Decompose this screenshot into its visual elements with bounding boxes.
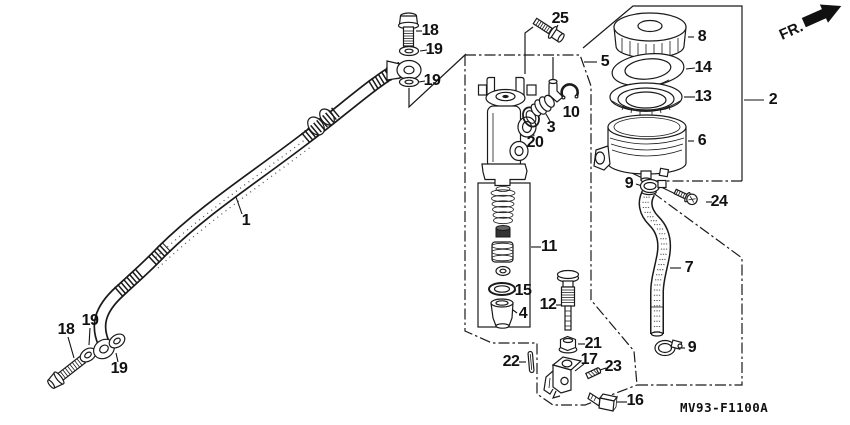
bolt-16-drawing: [587, 392, 619, 412]
piston-kit-11-drawing: [490, 186, 516, 277]
diagram-code: MV93-F1100A: [680, 400, 769, 415]
reservoir-6-drawing: [593, 114, 687, 183]
leader-line-1: [235, 196, 243, 215]
joint-boot-3-drawing: [530, 94, 555, 117]
part-label-18: 18: [421, 22, 439, 39]
pushrod-bolt-12-drawing: [556, 269, 580, 331]
part-label-22: 22: [502, 353, 520, 370]
clamp-9-lower-drawing: [654, 339, 683, 357]
part-label-15: 15: [514, 282, 532, 299]
part-label-18: 18: [57, 321, 75, 338]
circlip-10-drawing: [560, 83, 579, 100]
part-label-19: 19: [423, 72, 441, 89]
part-label-25: 25: [551, 10, 569, 27]
fr-arrow-head: [819, 4, 842, 23]
leader-line-19: [88, 327, 91, 346]
leader-line-3: [545, 113, 551, 122]
screw-25-drawing: [532, 17, 565, 43]
assembly-box-2-outline: [582, 5, 743, 181]
washer-19-bottom-right: [108, 333, 126, 349]
leader-line-18: [67, 336, 75, 359]
part-label-17: 17: [580, 351, 598, 368]
banjo-fitting-drawing: [386, 59, 422, 81]
leader-line-23: [599, 367, 607, 371]
part-label-13: 13: [694, 88, 712, 105]
part-label-11: 11: [541, 238, 557, 255]
part-label-8: 8: [697, 28, 707, 45]
part-label-4: 4: [518, 305, 528, 322]
part-label-5: 5: [600, 53, 610, 70]
part-label-21: 21: [584, 335, 602, 352]
leader-line-19: [418, 80, 426, 83]
part-label-12: 12: [539, 296, 557, 313]
part-label-2: 2: [768, 91, 778, 108]
part-label-19: 19: [110, 360, 128, 377]
screw-24-drawing: [673, 188, 698, 206]
boot-4-drawing: [490, 298, 514, 329]
part-label-7: 7: [684, 259, 694, 276]
leader-line-4: [512, 309, 518, 314]
pin-22-drawing: [527, 350, 535, 374]
part-label-6: 6: [697, 132, 707, 149]
washer-15-drawing: [488, 282, 516, 296]
part-label-3: 3: [546, 119, 556, 136]
part-label-10: 10: [562, 104, 580, 121]
part-label-19: 19: [81, 312, 99, 329]
part-label-1: 1: [241, 212, 251, 229]
leader-line-17: [574, 363, 585, 372]
master-cylinder-drawing: [477, 76, 537, 187]
part-label-9: 9: [624, 175, 634, 192]
reservoir-cap-8-drawing: [613, 12, 687, 59]
elbow-pipe-drawing: [548, 78, 564, 103]
bolt-18-top-drawing: [397, 12, 420, 47]
part-label-9: 9: [687, 339, 697, 356]
nut-21-drawing: [558, 335, 578, 354]
clamp-9-upper-drawing: [639, 178, 667, 194]
part-label-14: 14: [694, 59, 712, 76]
part-label-23: 23: [604, 358, 622, 375]
fr-arrow-shaft: [801, 8, 827, 28]
part-label-24: 24: [710, 193, 728, 210]
clevis-17-drawing: [543, 356, 583, 399]
part-label-19: 19: [425, 41, 443, 58]
leader-line-19: [419, 49, 428, 52]
washer-19-top-lower: [398, 76, 420, 88]
washer-19-top-upper: [398, 45, 420, 57]
pin-23-drawing: [585, 367, 602, 380]
leader-line-14: [685, 67, 696, 70]
diaphragm-13-drawing: [609, 82, 683, 115]
leader-line-19: [115, 352, 119, 363]
part-label-16: 16: [626, 392, 644, 409]
part-label-20: 20: [526, 134, 544, 151]
